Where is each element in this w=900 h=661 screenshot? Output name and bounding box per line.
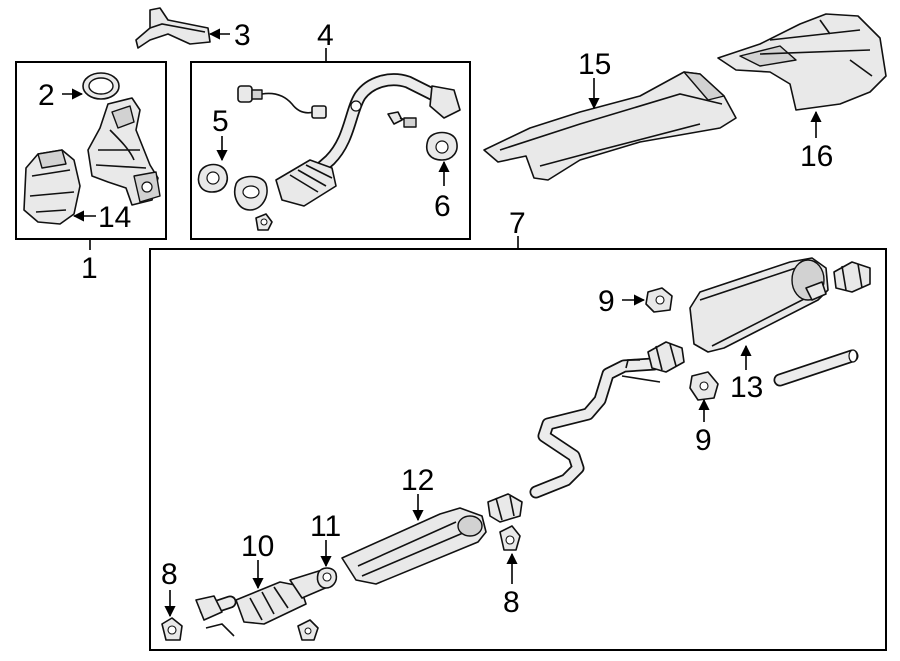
gasket-part-11[interactable] (316, 567, 338, 589)
hanger-insulator-part-9a[interactable] (645, 287, 673, 313)
callout-15: 15 (578, 48, 611, 81)
heat-shield-bracket-part-3[interactable] (135, 7, 211, 49)
callout-8b: 8 (503, 586, 520, 619)
nut-part-10b[interactable] (297, 619, 319, 641)
heat-shield-part-16[interactable] (717, 13, 887, 111)
intermediate-pipe-part-7[interactable] (529, 357, 661, 499)
hanger-insulator-part-8b[interactable] (499, 525, 521, 551)
flange-gasket-part-5[interactable] (197, 163, 228, 193)
heat-shield-part-14[interactable] (23, 149, 81, 225)
gasket-ring-part-2[interactable] (82, 72, 120, 100)
callout-14: 14 (98, 201, 131, 234)
gasket-part-6[interactable] (426, 131, 458, 161)
hanger-insulator-part-8a[interactable] (161, 617, 183, 641)
front-exhaust-pipe-part-4[interactable] (275, 73, 461, 207)
callout-10: 10 (241, 530, 274, 563)
callout-12: 12 (401, 464, 434, 497)
callout-1: 1 (81, 252, 98, 285)
callout-11: 11 (310, 510, 341, 543)
clamp-part-13b[interactable] (833, 261, 871, 293)
callout-2: 2 (38, 79, 55, 112)
callout-8a: 8 (161, 558, 178, 591)
group-box-1 (15, 61, 167, 240)
callout-6: 6 (434, 190, 451, 223)
clamp-part-7b[interactable] (647, 341, 685, 373)
hanger-insulator-part-9b[interactable] (689, 371, 719, 401)
bolt-part-4b[interactable] (387, 111, 417, 128)
callout-13: 13 (730, 371, 763, 404)
callout-3: 3 (234, 19, 251, 52)
callout-7: 7 (509, 207, 526, 240)
resonator-part-12[interactable] (341, 507, 487, 585)
nut-part-4d[interactable] (255, 213, 273, 231)
muffler-part-13[interactable] (689, 257, 829, 353)
callout-5: 5 (212, 105, 229, 138)
callout-16: 16 (800, 140, 833, 173)
clamp-part-7a[interactable] (487, 493, 523, 523)
rear-converter-part-10[interactable] (195, 569, 331, 637)
tail-pipe-part-13c[interactable] (773, 349, 859, 387)
callout-4: 4 (317, 19, 334, 52)
group-box-4 (190, 61, 471, 240)
catalytic-manifold-part-1[interactable] (87, 97, 161, 206)
pipe-flange-part-4c[interactable] (234, 175, 268, 211)
heat-shield-part-15[interactable] (483, 71, 737, 181)
callout-9a: 9 (598, 285, 615, 318)
callout-9b: 9 (695, 424, 712, 457)
oxygen-sensor-part-4a[interactable] (237, 85, 327, 119)
